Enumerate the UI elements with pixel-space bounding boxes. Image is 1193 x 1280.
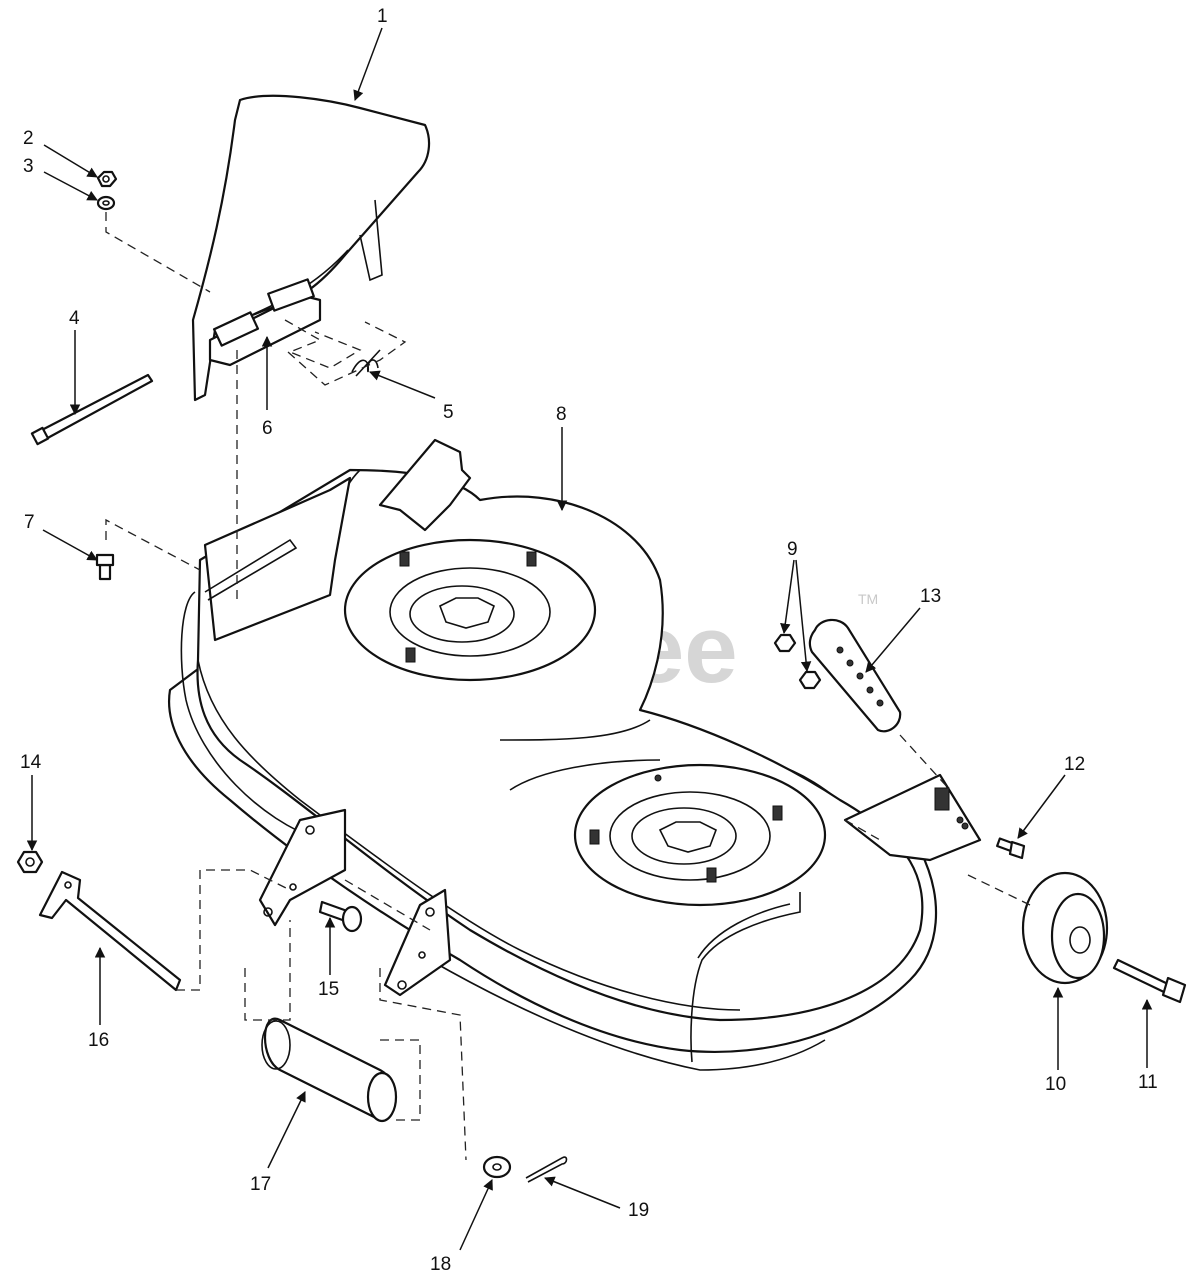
callout-18: 18 <box>430 1254 451 1275</box>
callout-labels: 1 2 3 4 5 6 7 8 9 10 11 12 13 14 15 16 1… <box>20 6 1158 1275</box>
hinge-rod-4 <box>30 373 154 446</box>
callout-5: 5 <box>443 402 454 423</box>
callout-8: 8 <box>556 404 567 425</box>
callout-16: 16 <box>88 1030 109 1051</box>
callout-10: 10 <box>1045 1074 1066 1095</box>
watermark-trademark: TM <box>858 591 878 607</box>
torsion-spring-5 <box>351 349 381 377</box>
callout-1: 1 <box>377 6 388 27</box>
mower-deck-housing <box>168 438 982 1071</box>
wheel-10 <box>1021 871 1109 985</box>
callout-14: 14 <box>20 752 42 773</box>
shoulder-bolt-11 <box>1112 958 1187 1004</box>
hex-screw-12 <box>996 837 1026 860</box>
discharge-chute <box>191 94 431 402</box>
callout-4: 4 <box>69 308 80 329</box>
callout-2: 2 <box>23 128 34 149</box>
anti-scalp-roller-17 <box>261 1017 398 1123</box>
hex-screw-7 <box>95 553 115 581</box>
callout-7: 7 <box>24 512 35 533</box>
hex-nuts-9 <box>773 633 822 690</box>
alignment-lines <box>105 212 1031 1161</box>
callout-6: 6 <box>262 418 273 439</box>
carriage-bolt-15 <box>318 900 363 933</box>
callout-9: 9 <box>787 539 798 560</box>
flat-washer-18 <box>482 1155 512 1179</box>
leader-arrows <box>26 27 1153 1251</box>
callout-19: 19 <box>628 1200 649 1221</box>
roller-axle-16 <box>38 870 182 992</box>
gauge-wheel-bracket-13 <box>808 618 902 733</box>
hex-nut-14 <box>16 850 44 874</box>
callout-15: 15 <box>318 979 339 1000</box>
hex-nut-2 <box>96 170 118 188</box>
lock-washer-3 <box>96 195 116 211</box>
callout-11: 11 <box>1138 1072 1158 1093</box>
callout-3: 3 <box>23 156 34 177</box>
callout-17: 17 <box>250 1174 271 1195</box>
cotter-pin-19 <box>525 1156 568 1183</box>
callout-12: 12 <box>1064 754 1085 775</box>
callout-13: 13 <box>920 586 941 607</box>
